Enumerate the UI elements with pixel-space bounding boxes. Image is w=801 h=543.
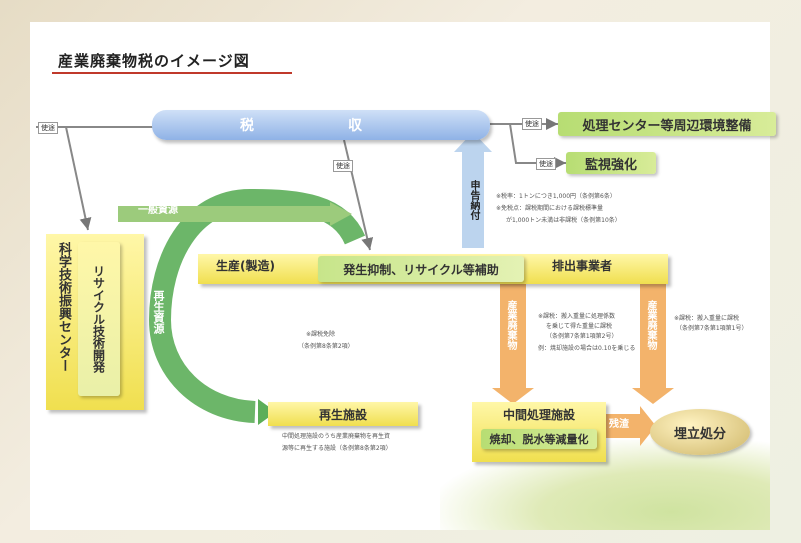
recycle-arc [148,188,366,423]
hassei-box: 発生抑制、リサイクル等補助 [318,256,524,282]
tax-revenue-bar: 税 収 [152,110,490,140]
chukan-note-2: を乗じて得た重量に課税 [546,323,613,330]
saisei-shigen-label: 再生資源 [152,290,165,334]
saisei-arrow-head [258,399,276,425]
line-to-kagaku [65,126,92,231]
umetate-note-1: ※課税：搬入重量に課税 [674,315,740,322]
haikibutsu-arrow-2-shaft [640,282,666,390]
shito-tag-kanshi: 使途 [536,158,556,170]
shori-center-box: 処理センター等周辺環境整備 [558,112,776,136]
chukan-note-3: （条例第7条第1項第2号） [546,333,618,340]
haikibutsu-arrow-1-head [492,388,534,404]
chukan-shisetsu-box: 中間処理施設 焼却、脱水等減量化 [472,402,606,462]
shinkoku-head [454,132,492,152]
tax-rate-note-2: ※免税点：課税期間における課税標準量 [496,205,604,212]
ippan-arrow [330,202,352,226]
haikibutsu-arrow-1-shaft [500,282,526,390]
kanshi-box: 監視強化 [566,152,656,174]
shinkoku-label: 申告納付 [468,180,479,220]
chukan-note-1: ※課税：搬入重量に処理係数 [538,313,616,320]
shito-tag-left: 使途 [38,122,58,134]
shito-tag-center: 使途 [522,118,542,130]
umetate-note-2: （条例第7条第1項第1号） [676,325,748,332]
haikibutsu-label-2: 産業廃棄物 [645,300,656,350]
shito-tag-hojo: 使途 [333,160,353,172]
saisei-note-1: 中間処理施設のうち産業廃棄物を再生資 [282,433,391,440]
seisan-label: 生産(製造) [216,259,275,273]
zansa-label: 残渣 [609,419,629,430]
title-underline [52,72,292,74]
shokyaku-box: 焼却、脱水等減量化 [481,429,597,449]
shinkoku-shaft [462,152,484,248]
hikazei-note: ※課税免除 [306,331,336,338]
recycle-kaihatsu-box: リサイクル技術開発 [78,242,120,396]
line-to-hojo [343,139,374,251]
tax-rate-note-3: が1,000トン未満は非課税（条例第10条） [506,217,621,224]
recycle-arc-haikibutsu-label: 産業廃棄物 [338,306,349,356]
ippan-shigen-label: 一般資源 [138,205,178,216]
recycle-kaihatsu-label: リサイクル技術開発 [91,265,106,373]
chukan-label: 中間処理施設 [502,408,575,422]
umetate-ellipse: 埋立処分 [650,409,750,455]
haikibutsu-label-1: 産業廃棄物 [505,300,516,350]
zansa-arrow [605,406,656,446]
haikibutsu-arrow-2-head [632,388,674,404]
haishutsu-label: 排出事業者 [552,259,613,273]
hikazei-note-2: （条例第8条第2項） [298,343,354,350]
saisei-note-2: 源等に再生する施設（条例第8条第2項） [282,445,392,452]
tax-rate-note-1: ※税率：1トンにつき1,000円（条例第6条） [496,193,616,200]
page-title: 産業廃棄物税のイメージ図 [58,52,250,70]
kagaku-label: 科学技術振興センター [56,242,71,372]
saisei-shisetsu-box: 再生施設 [268,402,418,426]
chukan-note-4: 例：焼却施設の場合は0.10を乗じる [538,345,636,352]
